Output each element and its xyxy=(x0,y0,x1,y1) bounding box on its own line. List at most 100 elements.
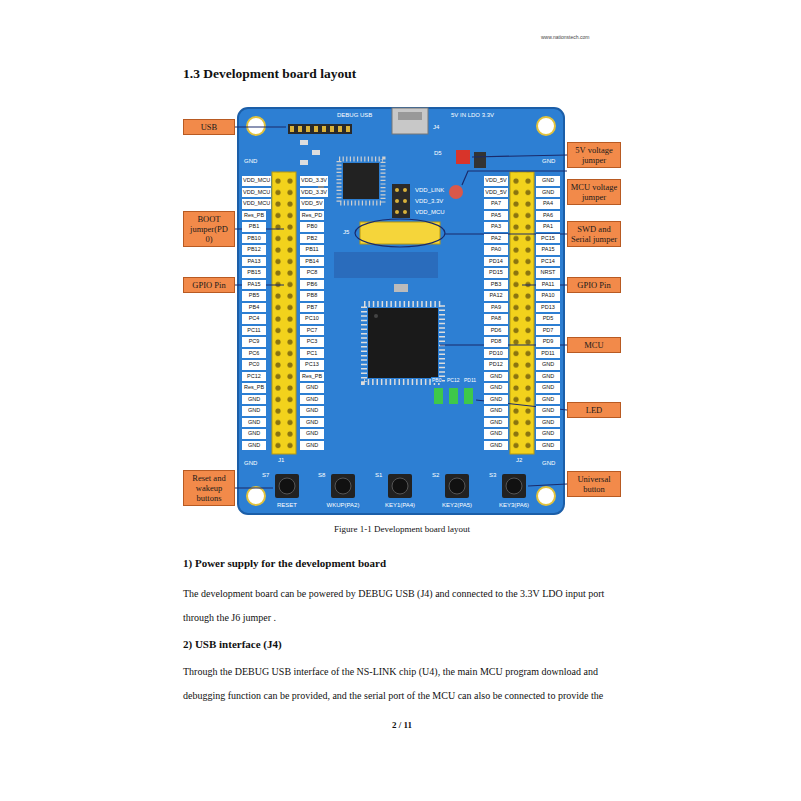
pin-name: GND xyxy=(536,383,560,393)
pin-name: PA3 xyxy=(484,222,508,232)
pin-name: PC7 xyxy=(300,326,324,336)
pin-name: PA15 xyxy=(536,245,560,255)
pin-name: PC12 xyxy=(242,372,266,382)
pin-name: PB5 xyxy=(242,291,266,301)
pin-name: PD7 xyxy=(536,326,560,336)
pin-name: PD5 xyxy=(536,314,560,324)
callout-text: 5V voltage jumper xyxy=(570,145,618,165)
pin-name: PD12 xyxy=(484,360,508,370)
pin-name: PD6 xyxy=(484,326,508,336)
led-pin: PB0 xyxy=(431,377,442,383)
pin-name: PB12 xyxy=(242,245,266,255)
pin-name: PB1 xyxy=(242,222,266,232)
silk-label: GND xyxy=(541,460,556,467)
switch-name: S1 xyxy=(374,472,383,479)
silk-label: 5V IN LDO 3.3V xyxy=(450,112,495,119)
callout-text: LED xyxy=(570,405,618,415)
pin-name: PA7 xyxy=(484,199,508,209)
pin-name: PB6 xyxy=(300,280,324,290)
button-name: KEY1(PA4) xyxy=(384,502,416,509)
led-pin: PC12 xyxy=(446,377,461,383)
pin-name: Res_PB xyxy=(300,372,324,382)
pin-name: PC0 xyxy=(242,360,266,370)
silk-label: VDD_LINK xyxy=(414,187,445,194)
callout-box: USB xyxy=(183,119,235,135)
pin-name: PC13 xyxy=(300,360,324,370)
pin-name: PC8 xyxy=(300,268,324,278)
pin-name: VDD_3.3V xyxy=(300,188,328,198)
pin-name: GND xyxy=(242,441,266,451)
pin-name: VDD_5V xyxy=(484,188,508,198)
pin-name: PB14 xyxy=(300,257,324,267)
callout-box: Universal button xyxy=(567,471,621,497)
pin-name: GND xyxy=(300,418,324,428)
connector-name: J1 xyxy=(277,457,285,464)
pin-name: GND xyxy=(300,395,324,405)
pin-name: PC11 xyxy=(242,326,266,336)
pin-name: GND xyxy=(484,372,508,382)
pin-name: PA13 xyxy=(242,257,266,267)
callout-box: Reset and wakeup buttons xyxy=(183,470,235,506)
callout-box: 5V voltage jumper xyxy=(567,142,621,168)
pin-name: Res_PB xyxy=(242,211,266,221)
pin-name: PA6 xyxy=(536,211,560,221)
pin-name: GND xyxy=(536,188,560,198)
pin-name: VDD_5V xyxy=(300,199,324,209)
section-heading: 1) Power supply for the development boar… xyxy=(183,557,386,569)
callout-text: Universal button xyxy=(570,474,618,494)
pin-name: Res_PD xyxy=(300,211,324,221)
figure-caption: Figure 1-1 Development board layout xyxy=(334,524,470,534)
pin-name: PD13 xyxy=(536,303,560,313)
pin-name: PA0 xyxy=(484,245,508,255)
pin-name: VDD_3.3V xyxy=(300,176,328,186)
pin-name: GND xyxy=(484,429,508,439)
pin-name: GND xyxy=(536,429,560,439)
body-text: Through the DEBUG USB interface of the N… xyxy=(183,660,628,708)
pin-name: PB7 xyxy=(300,303,324,313)
pin-name: GND xyxy=(484,406,508,416)
page-title: 1.3 Development board layout xyxy=(183,66,356,82)
callout-box: SWD and Serial jumper xyxy=(567,221,621,247)
pin-name: GND xyxy=(300,406,324,416)
pin-name: Res_PB xyxy=(242,383,266,393)
pin-name: PC4 xyxy=(242,314,266,324)
connector-name: J5 xyxy=(342,229,350,236)
page-number: 2 / 11 xyxy=(392,720,412,730)
pin-name: GND xyxy=(242,406,266,416)
pin-name: GND xyxy=(484,395,508,405)
pin-name: PD8 xyxy=(484,337,508,347)
silk-label: DEBUG USB xyxy=(336,112,373,119)
pin-name: NRST xyxy=(536,268,560,278)
pin-name: GND xyxy=(300,383,324,393)
switch-name: S8 xyxy=(317,472,326,479)
callout-text: GPIO Pin xyxy=(186,280,232,290)
pin-name: PA2 xyxy=(484,234,508,244)
pin-name: PB2 xyxy=(300,234,324,244)
callout-text: SWD and Serial jumper xyxy=(570,224,618,244)
pin-name: PB10 xyxy=(242,234,266,244)
body-text: The development board can be powered by … xyxy=(183,582,628,630)
callout-box: GPIO Pin xyxy=(567,277,621,293)
pin-name: GND xyxy=(536,372,560,382)
callout-box: LED xyxy=(567,402,621,418)
silk-label: J4 xyxy=(432,124,440,131)
button-name: RESET xyxy=(276,502,298,509)
led-pin: PD11 xyxy=(463,377,477,383)
pin-name: PA12 xyxy=(484,291,508,301)
pin-name: PD9 xyxy=(536,337,560,347)
pin-name: PD15 xyxy=(484,268,508,278)
pin-name: PA15 xyxy=(242,280,266,290)
header-url: www.nationstech.com xyxy=(541,34,589,40)
connector-name: J2 xyxy=(515,457,523,464)
pin-name: GND xyxy=(536,360,560,370)
pin-name: GND xyxy=(536,406,560,416)
pin-name: PB15 xyxy=(242,268,266,278)
pin-name: PB3 xyxy=(484,280,508,290)
pin-name: PB8 xyxy=(300,291,324,301)
callout-text: MCU xyxy=(570,340,618,350)
pin-name: PA1 xyxy=(536,222,560,232)
pin-name: GND xyxy=(484,441,508,451)
pin-name: VDD_5V xyxy=(484,176,508,186)
